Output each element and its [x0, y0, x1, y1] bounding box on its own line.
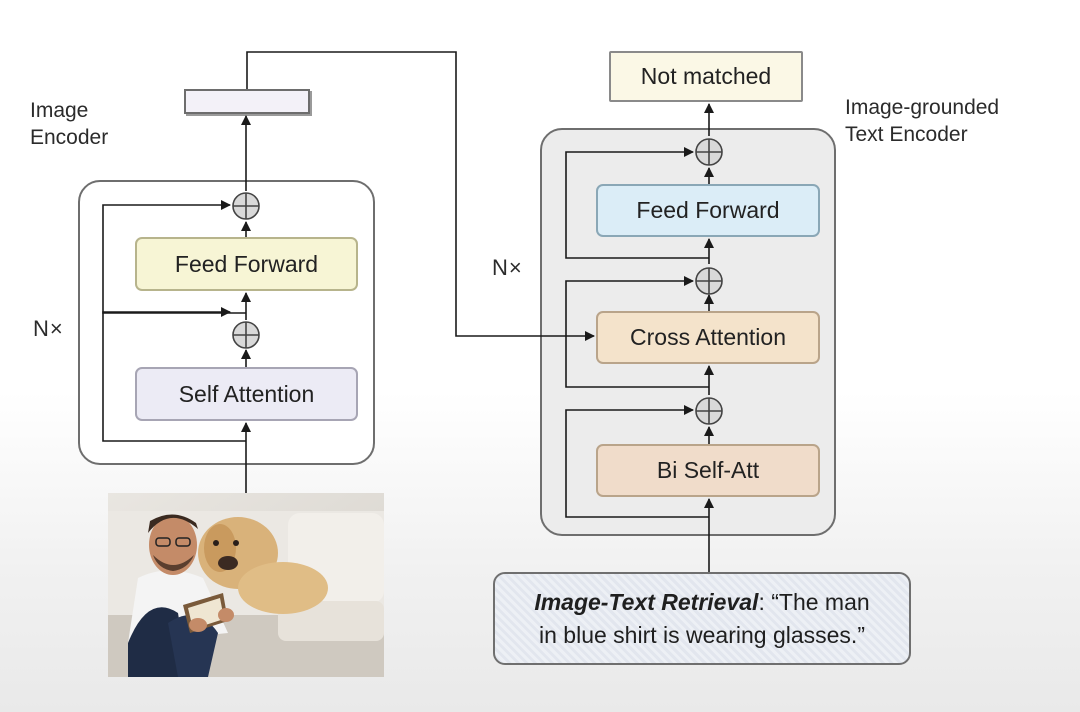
query-line-1: Image-Text Retrieval: “The man	[534, 586, 869, 619]
query-text-line2: in blue shirt is wearing glasses.”	[539, 621, 865, 648]
bi-self-att-block: Bi Self-Att	[596, 444, 820, 497]
adder-icon	[232, 192, 260, 220]
image-encoder-label-line1: Image	[30, 99, 89, 122]
image-encoder-label-line2: Encoder	[30, 126, 109, 149]
adder-icon	[695, 138, 723, 166]
text-encoder-label: Image-grounded Text Encoder	[845, 94, 999, 148]
image-encoder-repeat-label: N×	[33, 316, 64, 341]
query-text-line1: “The man	[771, 588, 870, 615]
image-feed-forward-block: Feed Forward	[135, 237, 358, 291]
image-self-attention-block: Self Attention	[135, 367, 358, 421]
cross-attention-block: Cross Attention	[596, 311, 820, 364]
output-not-matched-box: Not matched	[609, 51, 803, 102]
image-embedding-bar	[184, 89, 310, 114]
adder-icon	[232, 321, 260, 349]
adder-icon	[695, 267, 723, 295]
adder-icon	[695, 397, 723, 425]
query-separator: :	[758, 588, 772, 615]
query-task-name: Image-Text Retrieval	[534, 588, 759, 615]
man-with-dog-photo	[108, 493, 384, 677]
text-feed-forward-block: Feed Forward	[596, 184, 820, 237]
query-text-box: Image-Text Retrieval: “The man in blue s…	[493, 572, 911, 665]
text-encoder-label-line2: Text Encoder	[845, 123, 968, 146]
text-encoder-repeat-label: N×	[492, 255, 523, 280]
image-encoder-label: Image Encoder	[30, 97, 108, 151]
text-encoder-label-line1: Image-grounded	[845, 96, 1000, 119]
input-image	[108, 493, 384, 677]
